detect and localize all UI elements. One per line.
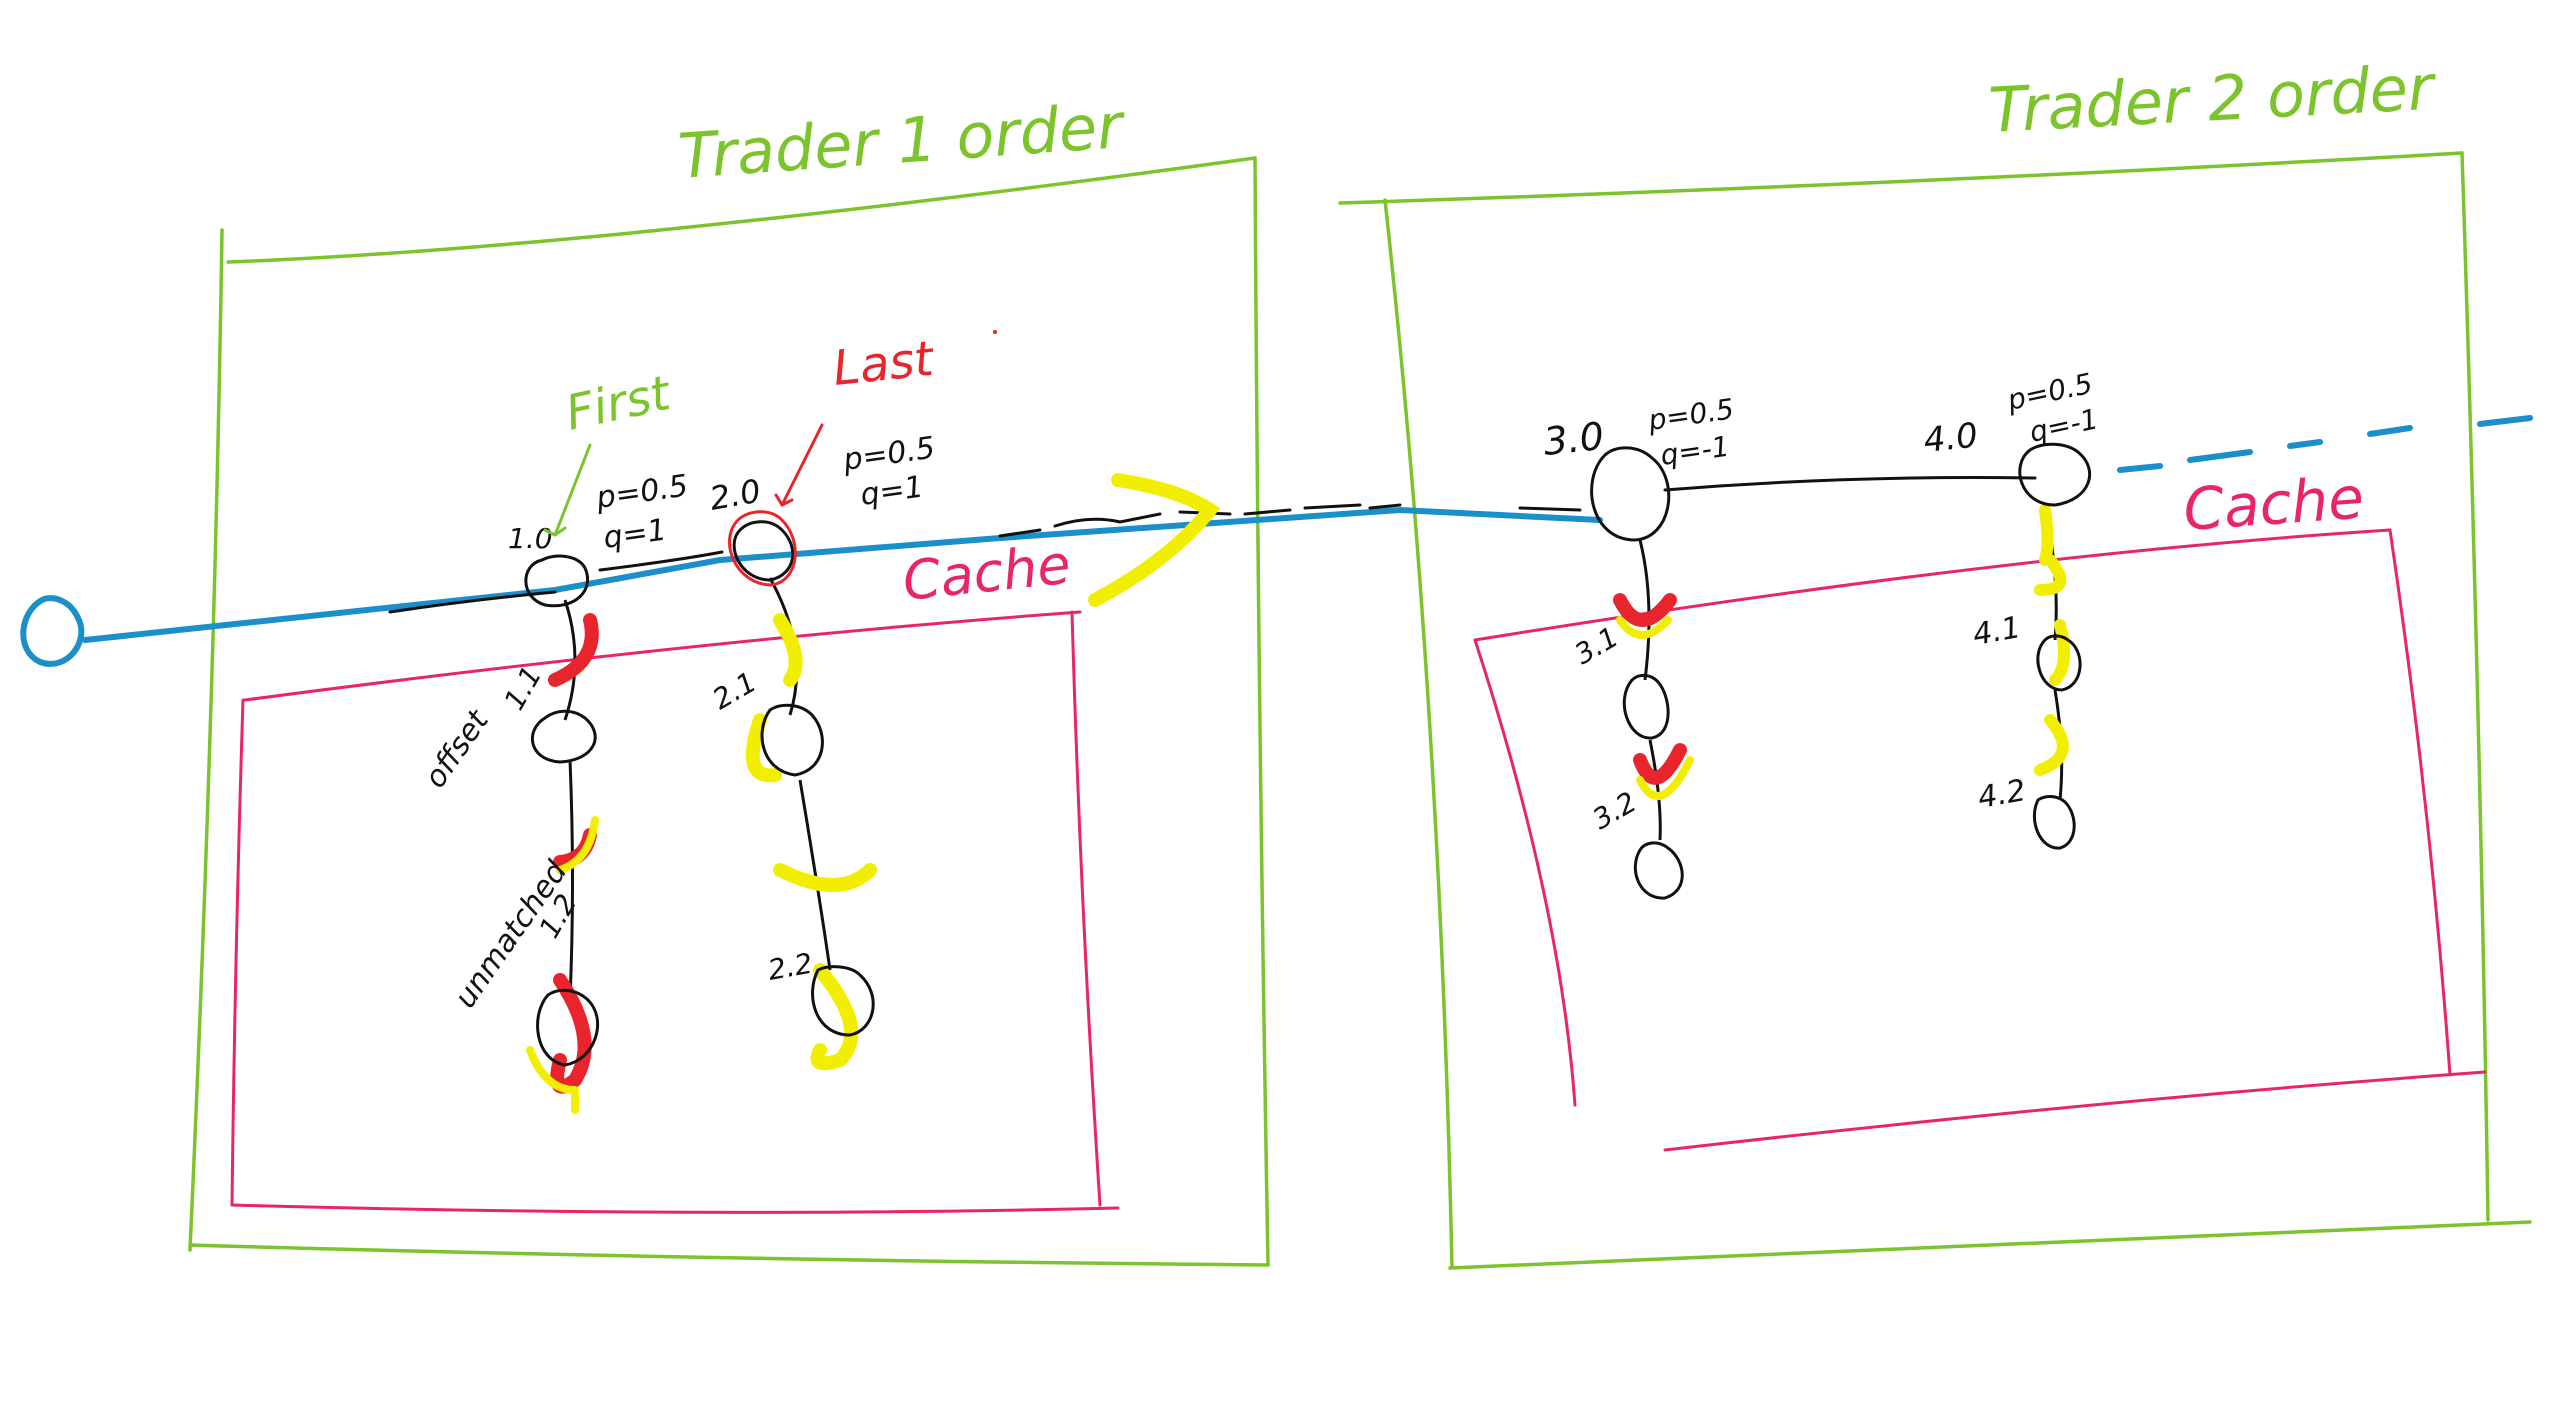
column-3-red-highlights [1613,593,1687,785]
node-2-2 [811,965,875,1037]
head-links [388,476,2037,614]
node-1-1-side-label: offset [418,703,497,794]
stray-dot [993,330,997,334]
trader-1-title: Trader 1 order [676,89,1128,193]
node-1-0-param-p: p=0.5 [593,468,690,516]
node-4-2-label: 4.2 [1975,773,2028,816]
first-marker-label: First [561,365,677,442]
node-1-1 [530,709,597,764]
node-4-2 [2032,795,2076,850]
node-3-2 [1633,841,1684,900]
first-marker-arrow [543,443,592,537]
trader-1-panel [188,156,1270,1267]
node-2-0-last-ring [728,510,797,587]
node-3-1 [1622,673,1670,740]
last-marker-label: Last [830,331,937,397]
node-3-0-label: 3.0 [1541,414,1606,464]
column-4-yellow-highlights [2034,504,2070,776]
node-1-0-label: 1.0 [508,522,553,555]
node-2-2-label: 2.2 [765,947,815,987]
node-4-0 [2018,442,2091,507]
node-2-1-label: 2.1 [707,665,762,716]
node-2-0-param-q: q=1 [858,469,926,512]
trader-2-cache-label: Cache [2181,464,2366,544]
column-3-yellow-highlights [1616,616,1694,800]
last-marker-arrow [774,423,824,507]
node-3-1-label: 3.1 [1569,620,1624,671]
node-3-0-param-q: q=-1 [1658,430,1731,472]
node-2-0 [732,520,795,582]
node-4-1-label: 4.1 [1970,610,2023,653]
node-1-0-param-q: q=1 [601,512,669,555]
timeline [82,415,2533,643]
node-1-0 [524,554,590,608]
node-1-2 [536,988,599,1067]
node-3-0 [1590,446,1671,542]
node-2-1 [760,703,824,777]
yellow-cross-bracket [1088,473,1221,607]
node-2-0-label: 2.0 [707,472,764,518]
column-2-yellow-highlights [745,613,877,1071]
node-4-0-label: 4.0 [1922,416,1980,461]
trader-2-title: Trader 2 order [1987,51,2439,147]
timeline-start-node [20,595,85,667]
trader-1-cache-box [230,610,1120,1214]
node-2-0-param-p: p=0.5 [840,430,937,478]
node-3-2-label: 3.2 [1587,785,1642,836]
node-4-1 [2036,634,2082,692]
column-1-yellow-highlights [526,816,599,1114]
trader-2-panel [1338,151,2532,1270]
